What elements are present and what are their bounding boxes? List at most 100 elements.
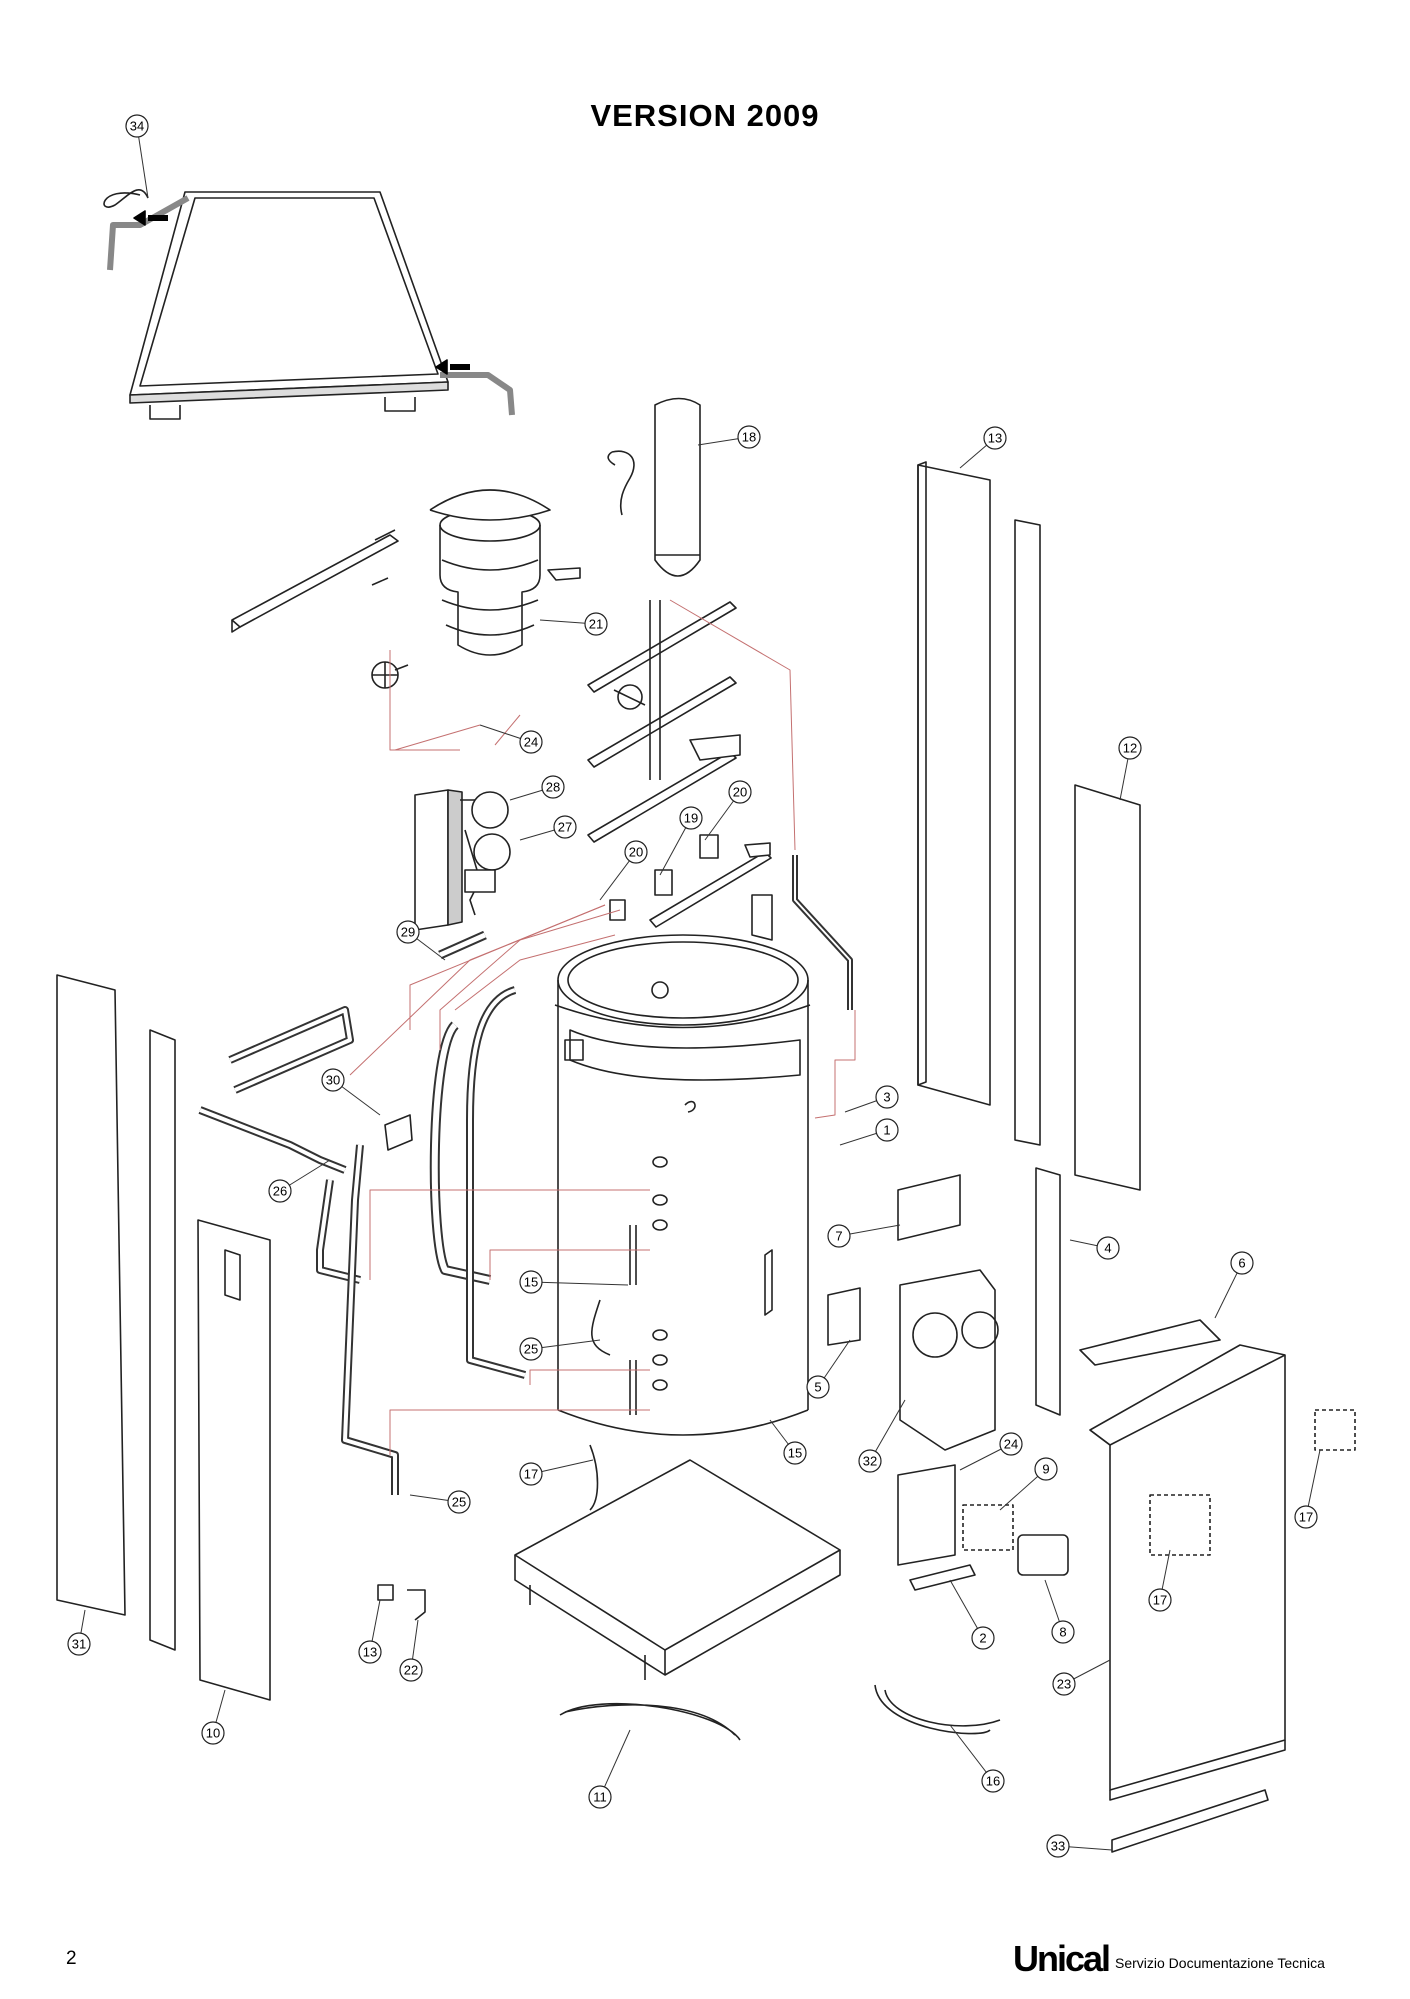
callout-5: 5 — [806, 1339, 851, 1399]
callout-1: 1 — [839, 1118, 899, 1146]
callout-circle — [1294, 1505, 1318, 1529]
callout-leader — [949, 1724, 994, 1782]
callout-11: 11 — [588, 1729, 631, 1809]
callout-number: 34 — [130, 119, 144, 134]
callout-number: 21 — [589, 617, 603, 632]
callout-number: 17 — [1153, 1593, 1167, 1608]
callout-4: 4 — [1069, 1236, 1120, 1260]
callout-number: 18 — [742, 430, 756, 445]
callout-number: 9 — [1042, 1462, 1049, 1477]
callout-number: 17 — [1299, 1510, 1313, 1525]
callout-17: 17 — [519, 1459, 594, 1486]
callout-number: 17 — [524, 1467, 538, 1482]
callout-leader — [136, 125, 149, 199]
callout-10: 10 — [201, 1689, 226, 1745]
callout-circle — [519, 1270, 543, 1294]
callout-number: 10 — [206, 1726, 220, 1741]
controller-housing — [827, 1174, 1221, 1591]
callout-circle — [588, 1785, 612, 1809]
pipework — [198, 855, 853, 1511]
callout-circle — [399, 1658, 423, 1682]
callout-circle — [1046, 1834, 1070, 1858]
callout-circle — [519, 1337, 543, 1361]
callout-circle — [728, 780, 752, 804]
base-frame — [514, 1459, 841, 1680]
callout-circle — [541, 775, 565, 799]
callout-25: 25 — [519, 1337, 601, 1361]
storage-tank — [554, 934, 811, 1436]
callout-circle — [983, 426, 1007, 450]
callout-number: 6 — [1238, 1256, 1245, 1271]
brand-subtitle: Servizio Documentazione Tecnica — [1115, 1955, 1325, 1971]
callout-number: 13 — [363, 1645, 377, 1660]
callout-number: 30 — [326, 1073, 340, 1088]
callout-circle — [1096, 1236, 1120, 1260]
auxiliary-tank — [429, 489, 551, 656]
bracket-rails — [547, 567, 773, 941]
page-title: VERSION 2009 — [590, 98, 820, 133]
callout-number: 12 — [1123, 741, 1137, 756]
callout-7: 7 — [827, 1224, 901, 1248]
callout-2: 2 — [949, 1579, 995, 1650]
callout-number: 5 — [814, 1380, 821, 1395]
callout-number: 24 — [524, 735, 538, 750]
callout-3: 3 — [844, 1085, 899, 1113]
callout-number: 20 — [733, 785, 747, 800]
callout-29: 29 — [396, 920, 446, 961]
callout-33: 33 — [1046, 1834, 1113, 1858]
top-rail — [231, 534, 399, 633]
callout-circle — [1034, 1457, 1058, 1481]
callout-circle — [806, 1375, 830, 1399]
callout-number: 29 — [401, 925, 415, 940]
callout-circle — [268, 1179, 292, 1203]
callout-8: 8 — [1044, 1579, 1075, 1644]
callout-19: 19 — [659, 806, 703, 876]
callout-22: 22 — [399, 1619, 423, 1682]
callout-circle — [321, 1068, 345, 1092]
callout-circle — [875, 1085, 899, 1109]
callout-number: 20 — [629, 845, 643, 860]
callout-circle — [1118, 736, 1142, 760]
callout-circle — [971, 1626, 995, 1650]
callout-number: 33 — [1051, 1839, 1065, 1854]
valves — [371, 529, 719, 921]
callout-15: 15 — [519, 1270, 629, 1294]
callout-circle — [624, 840, 648, 864]
callout-21: 21 — [539, 612, 608, 636]
callout-circle — [737, 425, 761, 449]
solar-collector — [103, 189, 515, 420]
connection-lines — [349, 599, 856, 1455]
callout-31: 31 — [67, 1609, 91, 1656]
callout-number: 15 — [524, 1275, 538, 1290]
callout-number: 27 — [558, 820, 572, 835]
callout-circle — [999, 1432, 1023, 1456]
callout-number: 16 — [986, 1774, 1000, 1789]
callout-15: 15 — [769, 1419, 807, 1465]
callout-circle — [679, 806, 703, 830]
callout-number: 22 — [404, 1663, 418, 1678]
callout-leader — [869, 1399, 906, 1462]
callout-17: 17 — [1294, 1449, 1321, 1529]
callout-6: 6 — [1214, 1251, 1254, 1319]
callout-circle — [396, 920, 420, 944]
callout-circle — [875, 1118, 899, 1142]
callout-number: 2 — [979, 1631, 986, 1646]
callout-number: 24 — [1004, 1437, 1018, 1452]
callout-34: 34 — [125, 114, 149, 199]
callout-number: 4 — [1104, 1241, 1111, 1256]
callout-20: 20 — [599, 840, 648, 901]
callout-17: 17 — [1148, 1549, 1172, 1612]
callout-number: 32 — [863, 1454, 877, 1469]
callout-circle — [519, 1462, 543, 1486]
callout-circle — [67, 1632, 91, 1656]
pump-group — [414, 789, 511, 931]
callout-20: 20 — [704, 780, 752, 841]
callout-leader — [530, 1281, 629, 1286]
callout-circle — [1148, 1588, 1172, 1612]
callout-circle — [1230, 1251, 1254, 1275]
callout-circle — [827, 1224, 851, 1248]
callout-number: 15 — [788, 1446, 802, 1461]
